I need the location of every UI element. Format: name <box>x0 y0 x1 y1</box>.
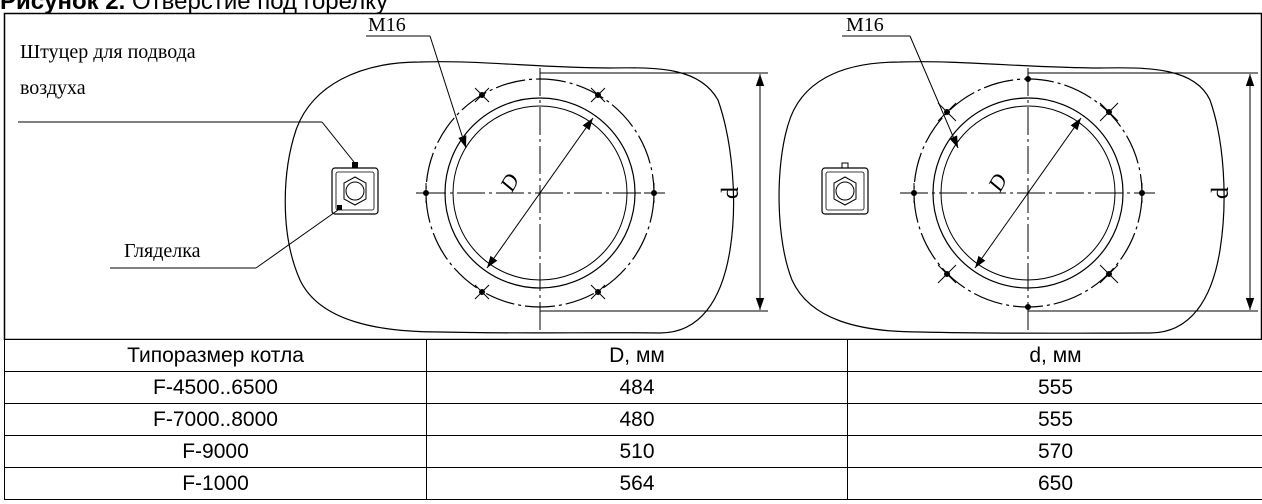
burner-opening-drawing: D M16 d Штуцер для подвода воздуха Гляде… <box>3 12 1262 340</box>
table-cell: 564 <box>426 467 848 500</box>
table-cell: 555 <box>847 403 1262 436</box>
left-sight-glass-lens <box>345 181 365 201</box>
right-d-label: d <box>1208 187 1234 199</box>
right-sight-glass-inner <box>825 171 865 211</box>
left-d-label: d <box>718 187 744 199</box>
fitting-label-line2: воздуха <box>20 77 86 99</box>
sight-glass-label: Гляделка <box>124 240 201 262</box>
table-cell: 480 <box>426 403 848 436</box>
table-cell: 570 <box>847 435 1262 468</box>
table-row: F-9000 510 570 <box>4 435 1262 468</box>
right-sight-glass-frame <box>821 167 869 215</box>
table-header-row: Типоразмер котла D, мм d, мм <box>4 339 1262 372</box>
table-cell: 555 <box>847 371 1262 404</box>
figure-caption: Рисунок 2. Отверстие под горелку <box>0 0 388 15</box>
right-boiler-outline <box>778 61 1225 334</box>
right-diameter-label: D <box>982 169 1012 196</box>
right-sight-glass-lens <box>835 181 855 201</box>
table-row: F-1000 564 650 <box>4 467 1262 500</box>
right-bolt-holes <box>911 76 1145 310</box>
figure-title: Отверстие под горелку <box>131 0 388 15</box>
table-cell: 484 <box>426 371 848 404</box>
left-m16-label: M16 <box>368 14 406 36</box>
fitting-leader-diagonal <box>321 121 355 163</box>
sight-glass-leader-diagonal <box>255 209 339 269</box>
left-air-fitting-marker <box>352 162 358 168</box>
left-m16-leader <box>429 35 467 149</box>
right-sight-glass-hex <box>833 176 857 206</box>
table-cell: 650 <box>847 467 1262 500</box>
table-row: F-4500..6500 484 555 <box>4 371 1262 404</box>
bolt-hole <box>1025 76 1031 82</box>
left-sight-glass-marker <box>337 205 342 210</box>
table-row: F-7000..8000 480 555 <box>4 403 1262 436</box>
table-cell: F-1000 <box>4 467 427 500</box>
fitting-label-line1: Штуцер для подвода <box>20 41 196 63</box>
right-m16-leader <box>909 35 959 149</box>
table-header: D, мм <box>426 339 848 372</box>
left-bolt-holes <box>416 87 664 300</box>
table-header: Типоразмер котла <box>4 339 427 372</box>
left-sight-glass-inner <box>335 171 375 211</box>
table-cell: F-4500..6500 <box>4 371 427 404</box>
right-view: D M16 d <box>778 14 1258 334</box>
left-sight-glass-hex <box>343 176 367 206</box>
left-boiler-outline <box>284 61 735 334</box>
bolt-hole <box>1025 304 1031 310</box>
table-cell: F-7000..8000 <box>4 403 427 436</box>
left-diameter-line <box>486 117 594 269</box>
right-m16-label: M16 <box>846 14 884 36</box>
boiler-size-table: Типоразмер котла D, мм d, мм F-4500..650… <box>4 339 1262 500</box>
right-diameter-line <box>974 117 1082 269</box>
right-air-fitting-nub <box>841 162 849 169</box>
left-view: D M16 d Штуцер для подвода воздуха Гляде… <box>18 14 768 334</box>
figure-number: Рисунок 2. <box>0 0 126 15</box>
table-cell: 510 <box>426 435 848 468</box>
table-header: d, мм <box>847 339 1262 372</box>
left-diameter-label: D <box>494 169 524 196</box>
table-cell: F-9000 <box>4 435 427 468</box>
